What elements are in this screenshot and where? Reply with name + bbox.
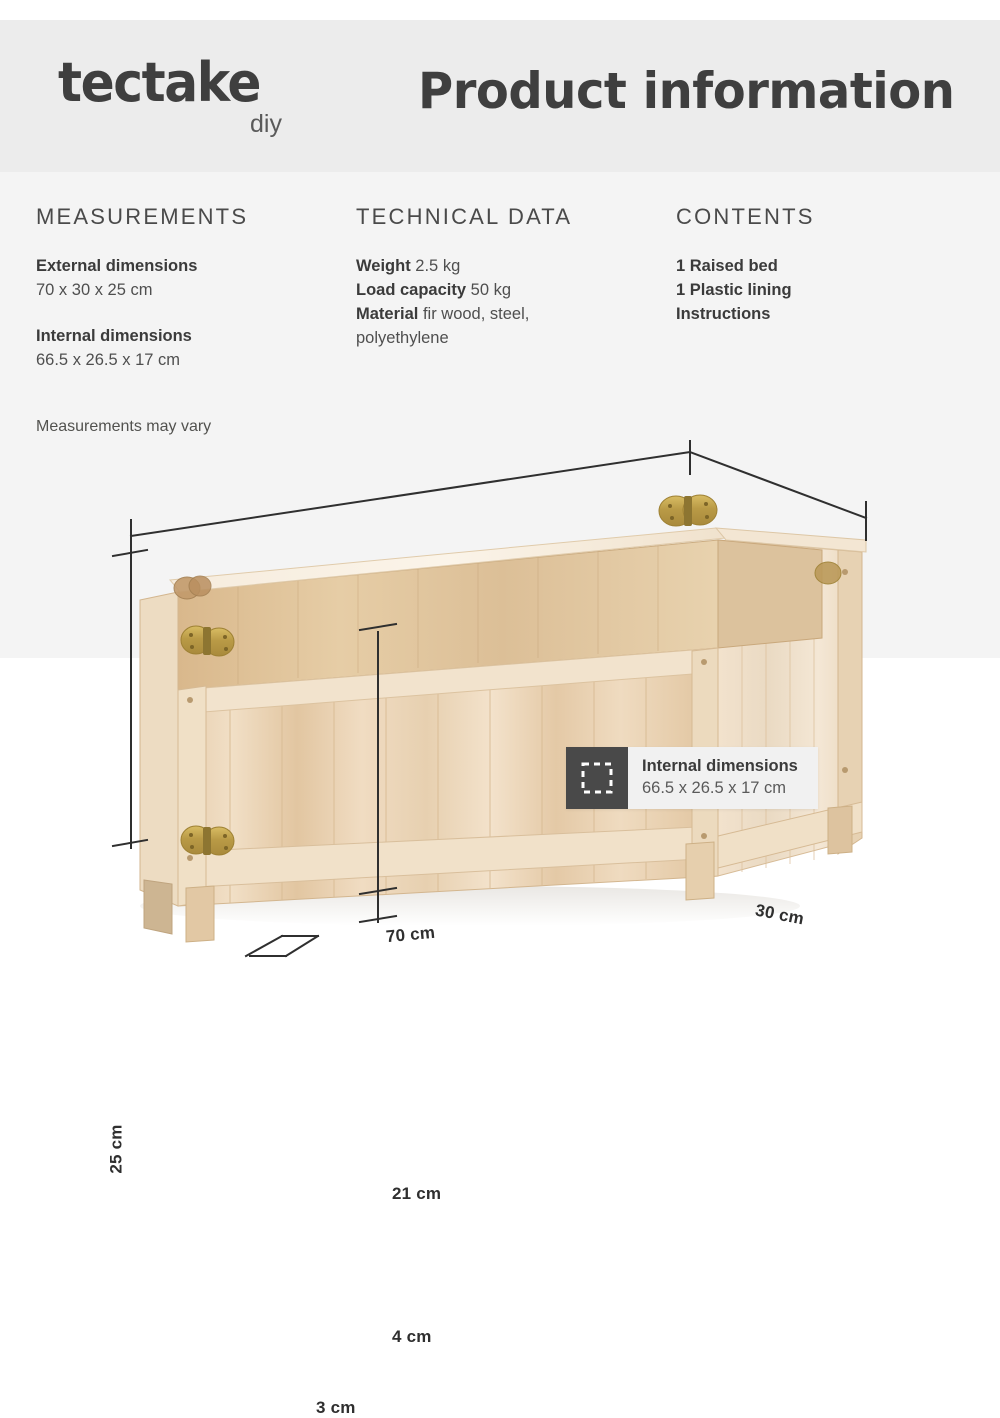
dimline-30: [688, 450, 868, 520]
product-illustration: 70 cm 30 cm 25 cm 21 cm 4 cm 3 cm: [0, 440, 1000, 1417]
rear-right-leg: [827, 805, 853, 855]
callout-title: Internal dimensions: [642, 757, 798, 775]
technical-data-column: TECHNICAL DATA Weight 2.5 kg Load capaci…: [356, 204, 656, 351]
tick-25-bottom: [111, 838, 149, 848]
technical-row-material: Material fir wood, steel,: [356, 303, 656, 327]
inner-back-plank-lines: [237, 545, 659, 684]
internal-dimensions-group: Internal dimensions 66.5 x 26.5 x 17 cm: [36, 325, 336, 373]
top-rim-right: [714, 527, 867, 553]
front-right-leg: [685, 841, 715, 901]
corner-hinges: [173, 494, 842, 856]
contents-item: 1 Raised bed: [676, 257, 778, 275]
measurements-note: Measurements may vary: [36, 418, 212, 435]
material-value: fir wood, steel,: [422, 304, 530, 323]
dimension-label-inner-height: 21 cm: [392, 1184, 442, 1203]
callout-subtitle: 66.5 x 26.5 x 17 cm: [642, 779, 786, 798]
internal-dimensions-callout: Internal dimensions 66.5 x 26.5 x 17 cm: [566, 747, 818, 809]
external-dimensions-label: External dimensions: [36, 257, 198, 275]
weight-value: 2.5 kg: [415, 257, 461, 275]
measurements-column: MEASUREMENTS External dimensions 70 x 30…: [36, 204, 336, 373]
dimline-70: [129, 450, 692, 538]
dimension-label-leg-width: 3 cm: [316, 1398, 356, 1417]
front-left-leg: [185, 885, 215, 943]
external-dimensions-group: External dimensions 70 x 30 x 25 cm: [36, 255, 336, 303]
technical-row-load-capacity: Load capacity 50 kg: [356, 279, 656, 303]
internal-dimensions-value: 66.5 x 26.5 x 17 cm: [36, 350, 180, 369]
dimline-3-left: [244, 934, 284, 958]
raised-bed-drawing: [111, 440, 868, 958]
hinge-back-left: [173, 575, 212, 600]
page-title: Product information: [418, 62, 955, 120]
logo-wordmark: tectake: [58, 51, 261, 114]
tick-21-top: [358, 622, 398, 632]
top-white-strip: [0, 0, 1000, 20]
measurements-heading: MEASUREMENTS: [36, 204, 249, 229]
dimension-lines: [111, 440, 868, 958]
technical-data-heading: TECHNICAL DATA: [356, 204, 573, 229]
load-capacity-value: 50 kg: [470, 280, 512, 299]
material-label: Material: [356, 304, 419, 323]
header-band: [0, 20, 1000, 172]
inner-right-wall: [717, 539, 823, 649]
screws: [187, 569, 848, 861]
technical-row-material-cont: polyethylene: [356, 328, 449, 347]
tick-21-bottom: [358, 886, 398, 896]
callout-text: Internal dimensions 66.5 x 26.5 x 17 cm: [628, 747, 818, 809]
tectake-logo: tectake diy: [58, 56, 288, 146]
left-front-post: [177, 685, 207, 907]
internal-dimensions-label: Internal dimensions: [36, 326, 192, 345]
technical-row-weight: Weight 2.5 kg: [356, 255, 656, 279]
hinge-top-right-corner: [658, 494, 718, 527]
external-dimensions-value: 70 x 30 x 25 cm: [36, 280, 153, 299]
left-side-panel: [139, 591, 179, 907]
contents-heading: CONTENTS: [676, 204, 815, 229]
dimension-label-leg-height: 4 cm: [392, 1327, 432, 1346]
hinge-left-lower: [180, 825, 235, 856]
load-capacity-label: Load capacity: [356, 280, 467, 299]
tick-25-top: [111, 548, 149, 558]
contents-item: 1 Plastic lining: [676, 280, 792, 299]
dashed-square-glyph: [581, 762, 613, 794]
contents-item: Instructions: [676, 304, 771, 323]
contents-column: CONTENTS 1 Raised bed 1 Plastic lining I…: [676, 204, 976, 327]
hinge-right-rear: [814, 561, 842, 585]
logo-subtext: diy: [250, 110, 282, 138]
dimline-3-right: [284, 934, 320, 958]
weight-label: Weight: [356, 257, 411, 275]
rear-left-leg: [143, 879, 173, 935]
dimension-label-height: 25 cm: [106, 1124, 126, 1174]
raised-bed-box: [139, 494, 867, 943]
dashed-square-icon: [566, 747, 628, 809]
hinge-left-upper: [180, 625, 235, 657]
tick-4-bottom: [358, 914, 398, 924]
